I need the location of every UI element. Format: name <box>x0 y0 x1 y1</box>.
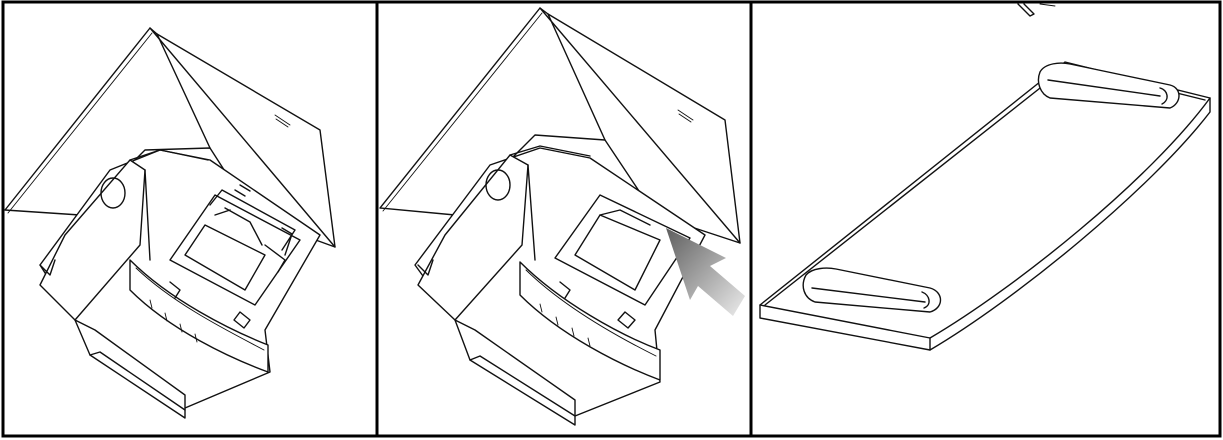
panel-3-paper-holder <box>759 3 1211 351</box>
panel-2-printer <box>379 7 745 426</box>
panel-1-printer <box>4 27 336 419</box>
push-arrow-icon <box>666 228 745 316</box>
